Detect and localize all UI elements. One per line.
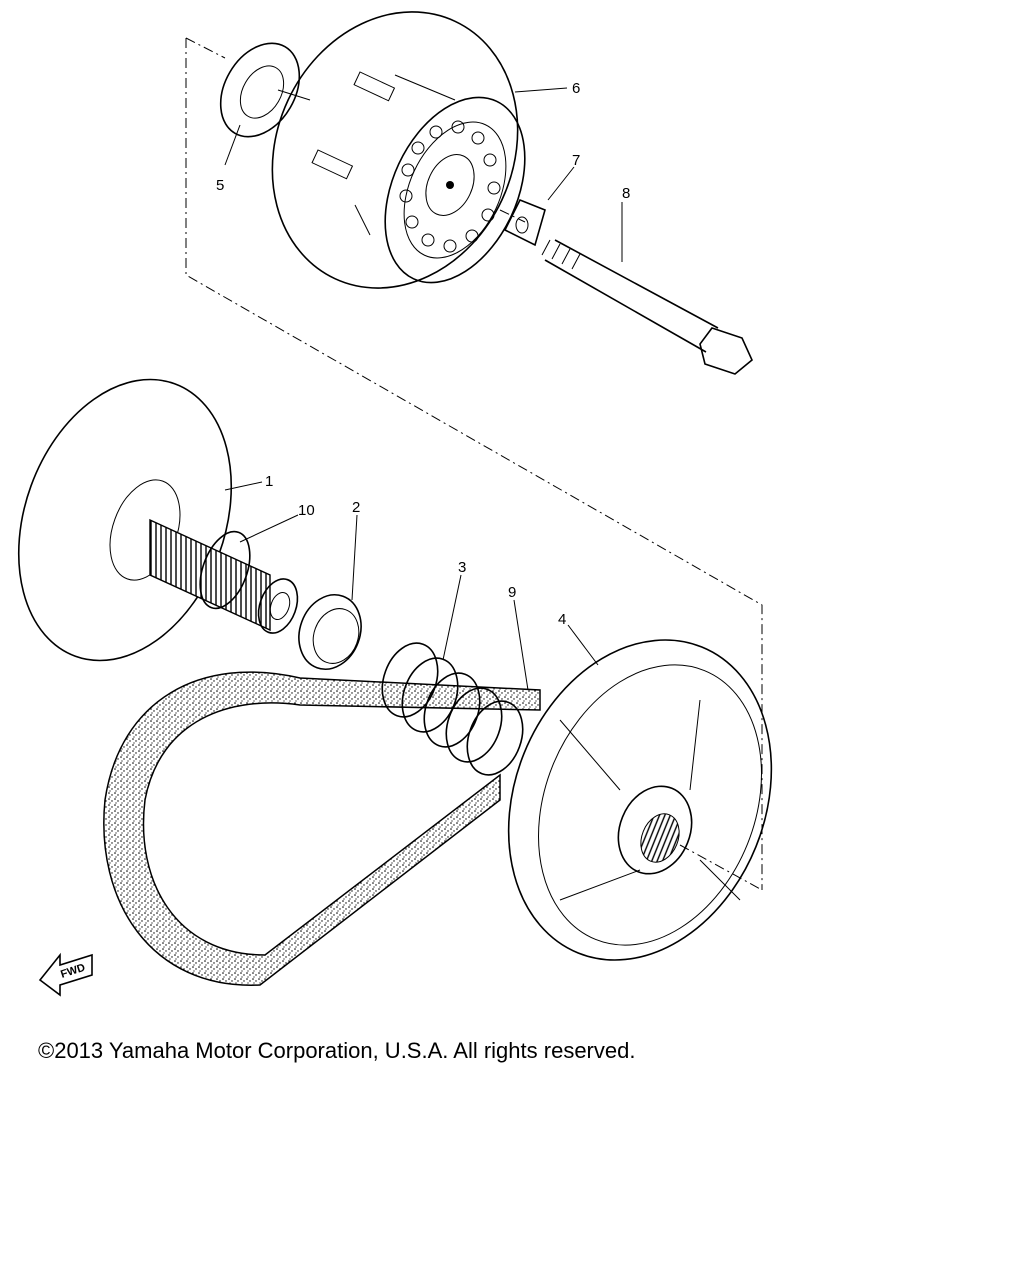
callout-7: 7 bbox=[572, 152, 580, 169]
callout-labels: 6 5 7 8 1 10 2 3 9 4 bbox=[216, 80, 630, 628]
part-10-spline-sleeve bbox=[149, 518, 299, 634]
part-6-sheave-housing bbox=[271, 11, 526, 289]
callout-1: 1 bbox=[265, 473, 273, 490]
callout-6: 6 bbox=[572, 80, 580, 97]
part-4-sliding-sheave bbox=[507, 639, 773, 961]
callout-2: 2 bbox=[352, 499, 360, 516]
fwd-arrow-icon: FWD bbox=[38, 952, 93, 997]
pivot-pins bbox=[311, 71, 456, 236]
callout-5: 5 bbox=[216, 177, 224, 194]
callout-8: 8 bbox=[622, 185, 630, 202]
callout-4: 4 bbox=[558, 611, 566, 628]
assembly-frame bbox=[185, 37, 763, 891]
part-2-collar bbox=[298, 594, 362, 670]
part-8-bolt bbox=[541, 239, 753, 375]
callout-3: 3 bbox=[458, 559, 466, 576]
part-3-spring bbox=[381, 642, 524, 776]
callout-10: 10 bbox=[298, 502, 315, 519]
part-1-fixed-sheave bbox=[17, 378, 233, 662]
part-7-lock-washer bbox=[503, 198, 546, 247]
copyright-notice: ©2013 Yamaha Motor Corporation, U.S.A. A… bbox=[38, 1038, 636, 1063]
exploded-parts-diagram: FWD 6 5 7 8 1 10 2 3 9 4 bbox=[17, 11, 773, 997]
leader-lines bbox=[224, 87, 623, 691]
part-9-drive-belt bbox=[103, 671, 541, 986]
callout-9: 9 bbox=[508, 584, 516, 601]
weight-holes bbox=[399, 120, 501, 253]
part-5-washer bbox=[219, 42, 311, 138]
